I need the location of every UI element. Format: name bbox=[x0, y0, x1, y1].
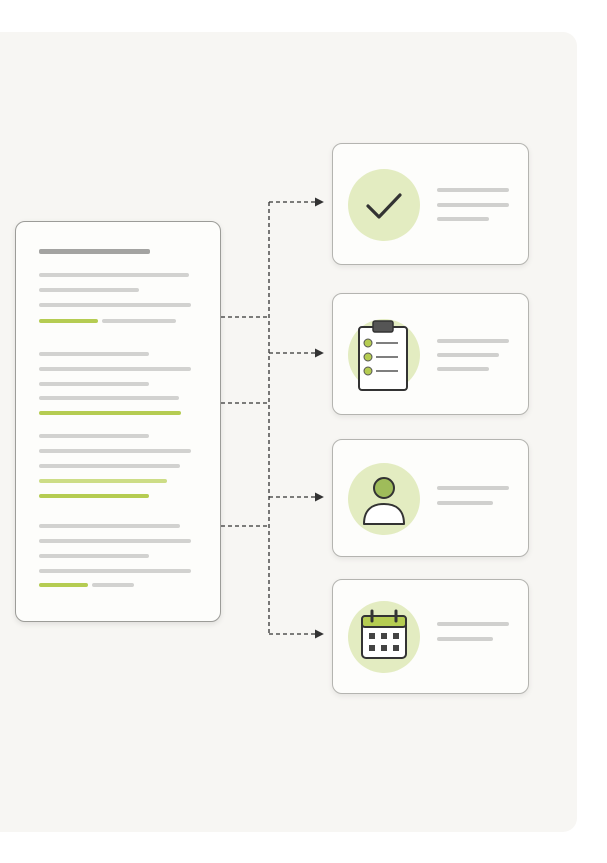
highlighted-line bbox=[39, 479, 167, 483]
card-text-line bbox=[437, 353, 499, 357]
text-line bbox=[92, 583, 134, 587]
document-title-line bbox=[39, 249, 150, 254]
card-text-line bbox=[437, 188, 509, 192]
text-line bbox=[39, 352, 149, 356]
highlighted-line bbox=[39, 583, 88, 587]
text-line bbox=[39, 554, 149, 558]
text-line bbox=[39, 288, 139, 292]
text-line bbox=[39, 464, 180, 468]
card-text-line bbox=[437, 203, 509, 207]
text-line bbox=[39, 449, 191, 453]
calendar-icon bbox=[361, 609, 407, 659]
checkmark-icon bbox=[366, 193, 402, 219]
target-card-user bbox=[332, 439, 529, 557]
target-card-calendar bbox=[332, 579, 529, 694]
highlighted-line bbox=[39, 319, 98, 323]
text-line bbox=[102, 319, 176, 323]
target-card-check bbox=[332, 143, 529, 265]
user-icon bbox=[363, 477, 405, 525]
user-badge bbox=[348, 463, 420, 535]
card-text-line bbox=[437, 367, 489, 371]
text-line bbox=[39, 569, 191, 573]
card-text-line bbox=[437, 501, 493, 505]
highlighted-line bbox=[39, 494, 149, 498]
source-document-card bbox=[15, 221, 221, 622]
text-line bbox=[39, 273, 189, 277]
text-line bbox=[39, 434, 149, 438]
card-text-line bbox=[437, 622, 509, 626]
text-line bbox=[39, 303, 191, 307]
card-text-line bbox=[437, 217, 489, 221]
text-line bbox=[39, 382, 149, 386]
card-text-line bbox=[437, 339, 509, 343]
target-card-checklist bbox=[332, 293, 529, 415]
text-line bbox=[39, 524, 180, 528]
text-line bbox=[39, 396, 179, 400]
text-line bbox=[39, 539, 191, 543]
checklist-badge bbox=[348, 319, 420, 391]
clipboard-checklist-icon bbox=[358, 320, 408, 391]
text-line bbox=[39, 367, 191, 371]
check-badge bbox=[348, 169, 420, 241]
card-text-line bbox=[437, 637, 493, 641]
card-text-line bbox=[437, 486, 509, 490]
highlighted-line bbox=[39, 411, 181, 415]
calendar-badge bbox=[348, 601, 420, 673]
